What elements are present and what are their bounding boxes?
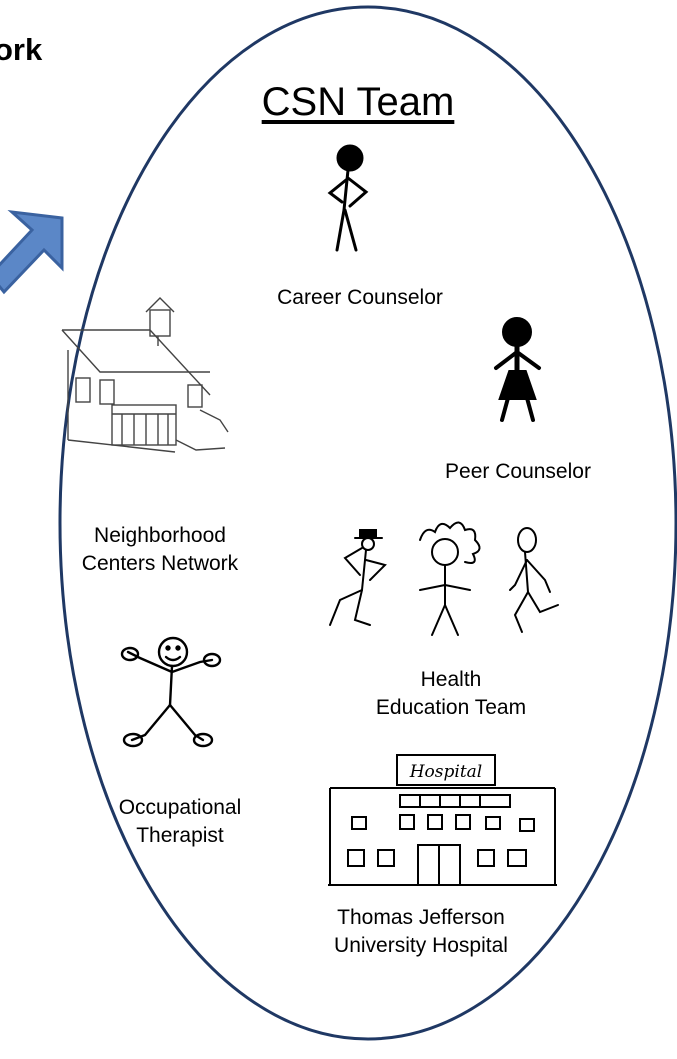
neighborhood-label-line1: Neighborhood — [94, 524, 226, 547]
hospital-sign-text: Hospital — [409, 762, 483, 782]
team-title: CSN Team — [261, 80, 455, 124]
neighborhood-label: Neighborhood Centers Network — [52, 522, 268, 578]
health-education-label: Health Education Team — [346, 666, 556, 722]
team-ellipse — [58, 5, 677, 1041]
neighborhood-label-line2: Centers Network — [81, 552, 239, 575]
hospital-building-icon: Hospital — [328, 754, 557, 886]
occupational-label-line2: Therapist — [136, 824, 224, 847]
page-title-fragment: ork — [0, 32, 43, 67]
hospital-label-line1: Thomas Jefferson — [337, 906, 505, 929]
career-counselor-figure-icon — [327, 144, 369, 252]
career-counselor-label: Career Counselor — [277, 286, 443, 309]
occupational-label-line1: Occupational — [118, 796, 242, 819]
occupational-therapist-label: Occupational Therapist — [90, 794, 270, 850]
neighborhood-house-icon — [61, 297, 229, 453]
health-label-line1: Health — [420, 668, 482, 691]
arrow-shape — [0, 209, 64, 295]
occupational-therapist-figure-icon — [120, 636, 222, 748]
hospital-label: Thomas Jefferson University Hospital — [306, 904, 536, 960]
health-label-line2: Education Team — [375, 696, 527, 719]
hospital-label-line2: University Hospital — [334, 934, 508, 957]
health-team-figures-icon — [329, 521, 559, 636]
peer-counselor-figure-icon — [494, 317, 541, 422]
peer-counselor-label: Peer Counselor — [445, 460, 591, 483]
